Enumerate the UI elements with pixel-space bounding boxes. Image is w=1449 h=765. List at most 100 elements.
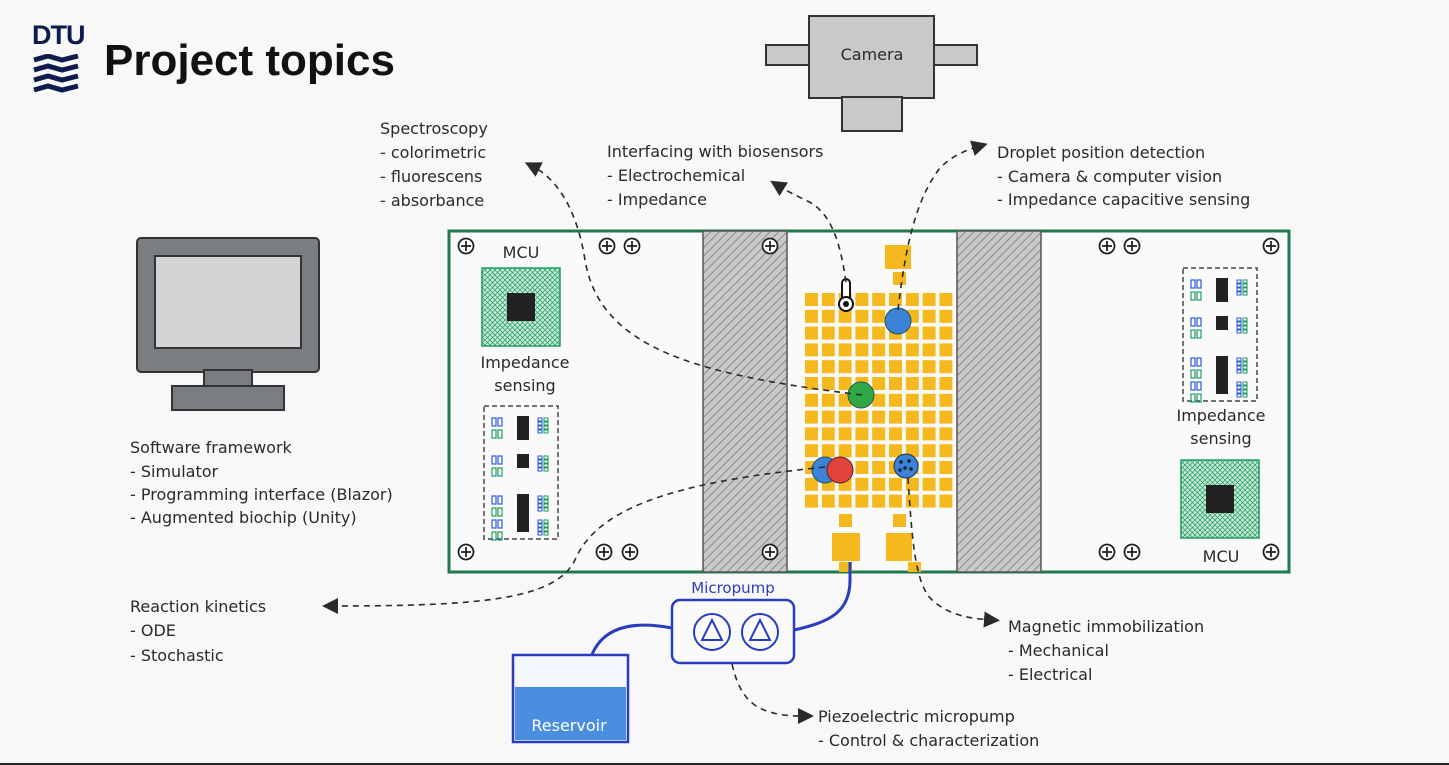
electrode: [922, 494, 936, 508]
electrode: [893, 272, 906, 285]
electrode: [939, 377, 953, 390]
electrode: [905, 326, 919, 340]
micropump-label: Micropump: [691, 579, 775, 597]
electrode: [805, 326, 818, 340]
electrode: [922, 461, 936, 474]
electrode: [855, 494, 869, 508]
electrode: [821, 360, 835, 374]
screw-icon: [1123, 237, 1141, 255]
electrode: [872, 444, 886, 458]
magnetic-item: - Electrical: [1008, 665, 1092, 684]
electrode: [805, 377, 818, 390]
electrode: [905, 343, 919, 357]
electrode: [905, 393, 919, 407]
electrode: [908, 562, 921, 572]
electrode: [889, 477, 902, 491]
droplet-red: [826, 456, 854, 484]
screw-icon: [457, 543, 475, 561]
magnetic-item: - Mechanical: [1008, 641, 1109, 660]
electrode: [855, 410, 869, 424]
electrode: [838, 410, 852, 424]
wave-icon: [33, 54, 79, 93]
electrode: [872, 427, 886, 441]
electrode: [939, 393, 953, 407]
droplet-blue: [884, 307, 912, 335]
annotation-piezo: Piezoelectric micropump - Control & char…: [818, 707, 1039, 750]
electrode: [821, 410, 835, 424]
left-hatched-strip: [702, 230, 788, 573]
electrode: [872, 393, 886, 407]
electrode: [889, 293, 902, 306]
electrode: [905, 293, 919, 306]
annotation-spectroscopy: Spectroscopy - colorimetric - fluorescen…: [380, 119, 488, 210]
mcu-right-core: [1206, 485, 1234, 513]
electrode: [805, 360, 818, 374]
electrode: [872, 410, 886, 424]
annotation-biosensors: Interfacing with biosensors - Electroche…: [607, 142, 823, 209]
screw-icon: [457, 237, 475, 255]
electrode: [855, 444, 869, 458]
kinetics-title: Reaction kinetics: [130, 597, 266, 616]
electrode: [922, 377, 936, 390]
spectroscopy-item: - fluorescens: [380, 167, 482, 186]
electrode: [838, 494, 852, 508]
software-item: - Augmented biochip (Unity): [130, 508, 357, 527]
screw-icon: [623, 237, 641, 255]
electrode: [872, 293, 886, 306]
biosensors-item: - Impedance: [607, 190, 707, 209]
annotation-magnetic: Magnetic immobilization - Mechanical - E…: [1008, 617, 1204, 684]
dtu-logo: DTU: [32, 20, 86, 95]
electrode: [838, 360, 852, 374]
electrode: [939, 326, 953, 340]
electrode: [805, 444, 818, 458]
screw-icon: [1098, 237, 1116, 255]
electrode: [885, 245, 911, 269]
electrode: [821, 427, 835, 441]
electrode: [821, 309, 835, 323]
reservoir-label: Reservoir: [531, 716, 607, 735]
connector-arrows: [322, 140, 1000, 724]
electrode: [886, 533, 912, 561]
camera: Camera: [765, 15, 978, 132]
thermometer-icon: [838, 278, 854, 312]
software-title: Software framework: [130, 438, 293, 457]
electrode: [905, 377, 919, 390]
screw-icon: [1098, 543, 1116, 561]
electrode: [872, 326, 886, 340]
electrode: [872, 343, 886, 357]
electrode: [939, 461, 953, 474]
electrode: [889, 427, 902, 441]
electrode: [922, 343, 936, 357]
annotation-kinetics: Reaction kinetics - ODE - Stochastic: [130, 597, 266, 665]
electrode: [805, 309, 818, 323]
electrode: [872, 360, 886, 374]
electrode: [872, 494, 886, 508]
electrode: [905, 494, 919, 508]
electrode: [905, 360, 919, 374]
electrode: [855, 427, 869, 441]
electrode: [872, 377, 886, 390]
screws: [457, 237, 1280, 561]
electrode: [889, 393, 902, 407]
electrode: [821, 343, 835, 357]
droplet-detection-item: - Camera & computer vision: [997, 167, 1222, 186]
electrode: [889, 343, 902, 357]
screw-icon: [1262, 237, 1280, 255]
screw-icon: [761, 543, 779, 561]
electrode: [805, 494, 818, 508]
electrode: [855, 343, 869, 357]
bottom-divider: [0, 763, 1449, 765]
electrode: [855, 360, 869, 374]
spectroscopy-item: - colorimetric: [380, 143, 486, 162]
electrode: [905, 477, 919, 491]
electrode: [855, 461, 869, 474]
piezo-item: - Control & characterization: [818, 731, 1039, 750]
electrode: [855, 293, 869, 306]
screw-icon: [621, 543, 639, 561]
electrode: [939, 494, 953, 508]
logo-text: DTU: [32, 20, 86, 50]
electrode: [805, 410, 818, 424]
electrode: [805, 293, 818, 306]
monitor-icon: [136, 237, 320, 411]
